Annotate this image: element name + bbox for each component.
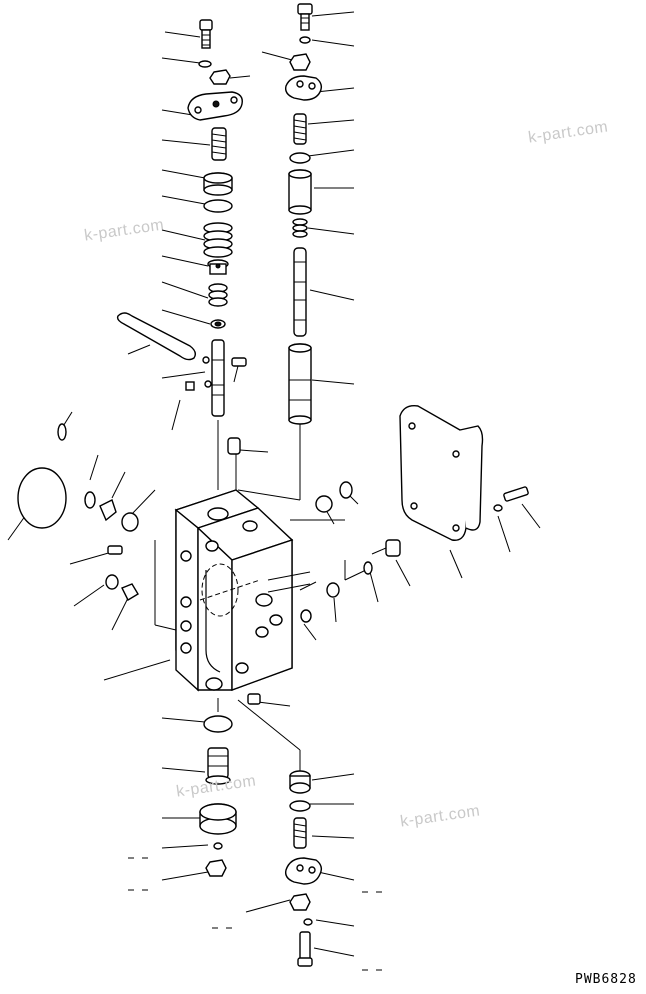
drawing-code: PWB6828 [575,972,637,987]
side-parts [17,405,529,705]
right-stack-parts [284,3,323,425]
leader-lines-left [7,31,291,913]
valve-body [174,489,311,692]
leader-lines-right [229,11,541,957]
bottom-left-parts [199,715,237,877]
bottom-right-parts [284,770,323,967]
left-stack-parts [116,19,247,417]
assembly-lines [154,420,367,775]
ref-marks [128,857,382,971]
